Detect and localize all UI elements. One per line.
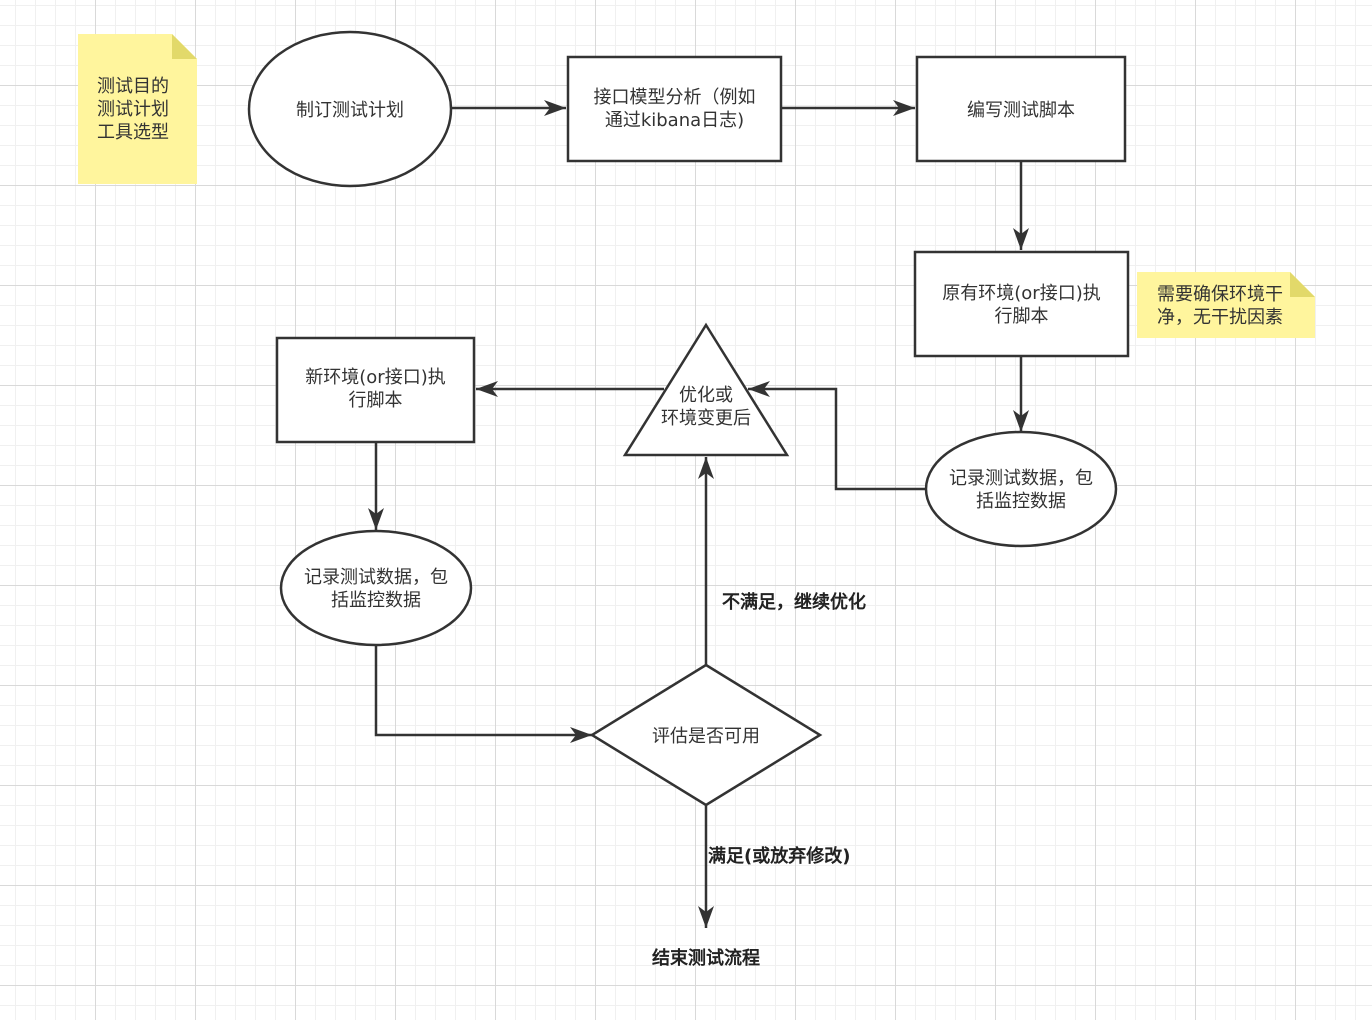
node-record-2-label: 记录测试数据，包 括监控数据 (304, 567, 448, 611)
node-run-original-rect[interactable] (913, 250, 1130, 358)
edge-label-satisfied: 满足(或放弃修改) (708, 845, 851, 867)
node-plan-ellipse[interactable] (247, 30, 453, 188)
note-goals-label: 测试目的 测试计划 工具选型 (97, 75, 169, 143)
node-run-original-label: 原有环境(or接口)执 行脚本 (942, 283, 1101, 327)
note-env-clean[interactable] (1137, 272, 1315, 338)
edge-record-1-to-optimize[interactable] (748, 381, 926, 491)
node-write-script-rect[interactable] (915, 55, 1127, 163)
edge-record-2-to-evaluate[interactable] (374, 645, 592, 743)
node-plan-label: 制订测试计划 (296, 99, 404, 121)
node-record-1-ellipse[interactable] (924, 430, 1118, 548)
node-evaluate-diamond[interactable] (589, 663, 823, 807)
node-record-2-ellipse[interactable] (279, 529, 473, 647)
node-optimize-label: 优化或 环境变更后 (661, 385, 751, 429)
node-analyze-label: 接口模型分析（例如 通过kibana日志) (593, 87, 756, 131)
node-run-new-rect[interactable] (275, 336, 476, 444)
edge-label-not-satisfied: 不满足，继续优化 (722, 591, 866, 613)
node-end-label[interactable]: 结束测试流程 (652, 947, 760, 969)
node-analyze-rect[interactable] (566, 55, 783, 163)
note-env-clean-label: 需要确保环境干 净，无干扰因素 (1157, 284, 1283, 328)
node-record-1-label: 记录测试数据，包 括监控数据 (949, 468, 1093, 512)
note-goals[interactable] (78, 34, 197, 184)
node-write-script-label: 编写测试脚本 (967, 99, 1075, 121)
node-evaluate-label: 评估是否可用 (652, 725, 760, 747)
node-optimize-triangle[interactable] (622, 322, 790, 457)
node-run-new-label: 新环境(or接口)执 行脚本 (305, 367, 446, 411)
